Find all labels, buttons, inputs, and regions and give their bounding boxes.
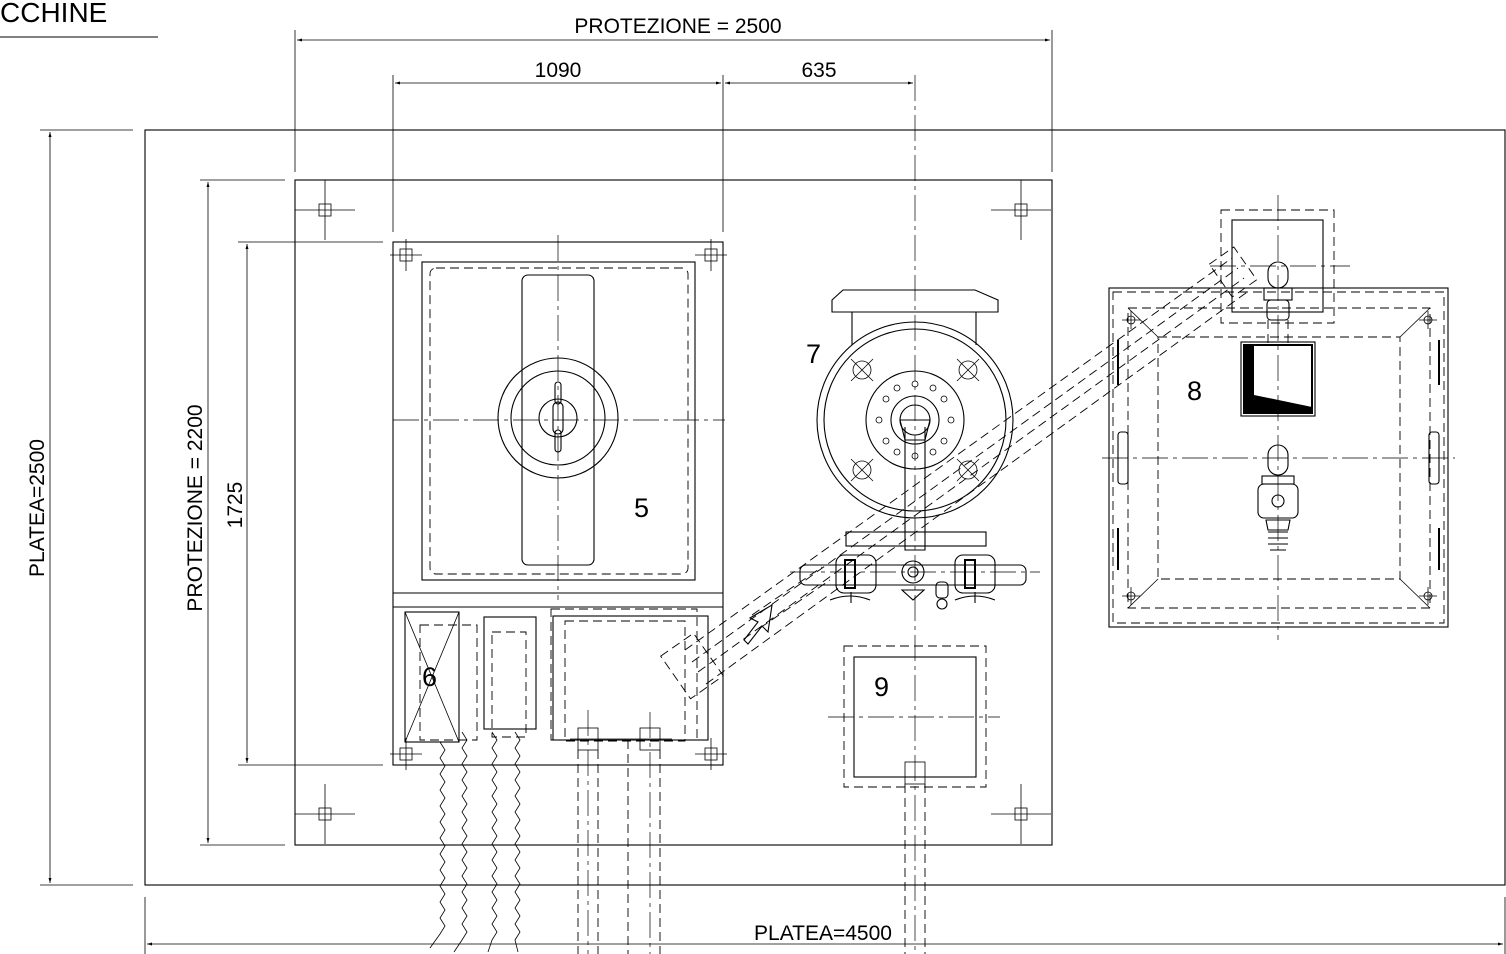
diagonal-conduit (660, 246, 1258, 700)
box-8 (1102, 195, 1455, 640)
protection-anchors (295, 180, 1051, 844)
label-item-9: 9 (874, 672, 889, 702)
mounting-bolts (850, 358, 980, 482)
pit-9 (828, 645, 1000, 954)
machine-5 (390, 235, 727, 770)
dimension-lines (40, 30, 1506, 954)
protection-outline (294, 179, 1053, 846)
dim-protection-width: PROTEZIONE = 2500 (574, 15, 781, 38)
dim-slab-width: PLATEA=4500 (754, 922, 892, 945)
title-fragment: CCHINE (0, 0, 158, 38)
dim-slab-height: PLATEA=2500 (26, 439, 49, 577)
label-item-8: 8 (1187, 376, 1202, 406)
dim-1725: 1725 (224, 482, 247, 529)
label-item-7: 7 (806, 339, 821, 369)
dim-protection-height: PROTEZIONE = 2200 (184, 404, 207, 611)
label-item-5: 5 (634, 493, 649, 523)
label-item-6: 6 (422, 662, 437, 692)
title-text: CCHINE (0, 0, 107, 28)
slab-outline (144, 129, 1506, 886)
inlet-box (1210, 209, 1350, 345)
panel-6 (404, 608, 709, 954)
dim-1090: 1090 (535, 59, 582, 82)
dim-635: 635 (801, 59, 836, 82)
